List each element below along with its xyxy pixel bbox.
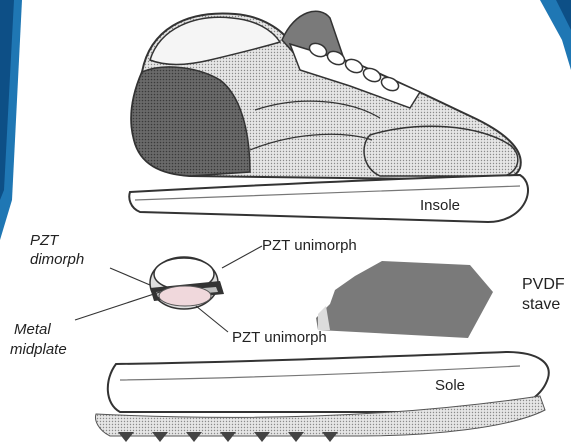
pvdf-stave xyxy=(316,261,493,338)
insole-label: Insole xyxy=(420,198,460,213)
leader-pzt-unimorph-top xyxy=(222,246,262,268)
pvdf-label-line1: PVDF xyxy=(522,277,565,293)
slide-frame-right xyxy=(540,0,571,70)
pvdf-label-line2: stave xyxy=(522,297,560,313)
pzt-dimorph-label-line2: dimorph xyxy=(30,252,84,267)
sole xyxy=(96,352,549,442)
pzt-unimorph-bottom-label: PZT unimorph xyxy=(232,330,327,345)
metal-midplate-label-line2: midplate xyxy=(10,342,67,357)
insole xyxy=(129,175,528,222)
leader-pzt-dimorph xyxy=(110,268,150,285)
leader-pzt-unimorph-bottom xyxy=(196,306,228,332)
leader-metal-midplate xyxy=(75,292,160,320)
slide-frame-left xyxy=(0,0,22,240)
sole-label: Sole xyxy=(435,378,465,393)
metal-midplate-label-line1: Metal xyxy=(14,322,51,337)
shoe-upper xyxy=(131,11,521,180)
pzt-stack xyxy=(150,257,224,309)
pzt-unimorph-top-label: PZT unimorph xyxy=(262,238,357,253)
pzt-dimorph-label-line1: PZT xyxy=(30,233,58,248)
